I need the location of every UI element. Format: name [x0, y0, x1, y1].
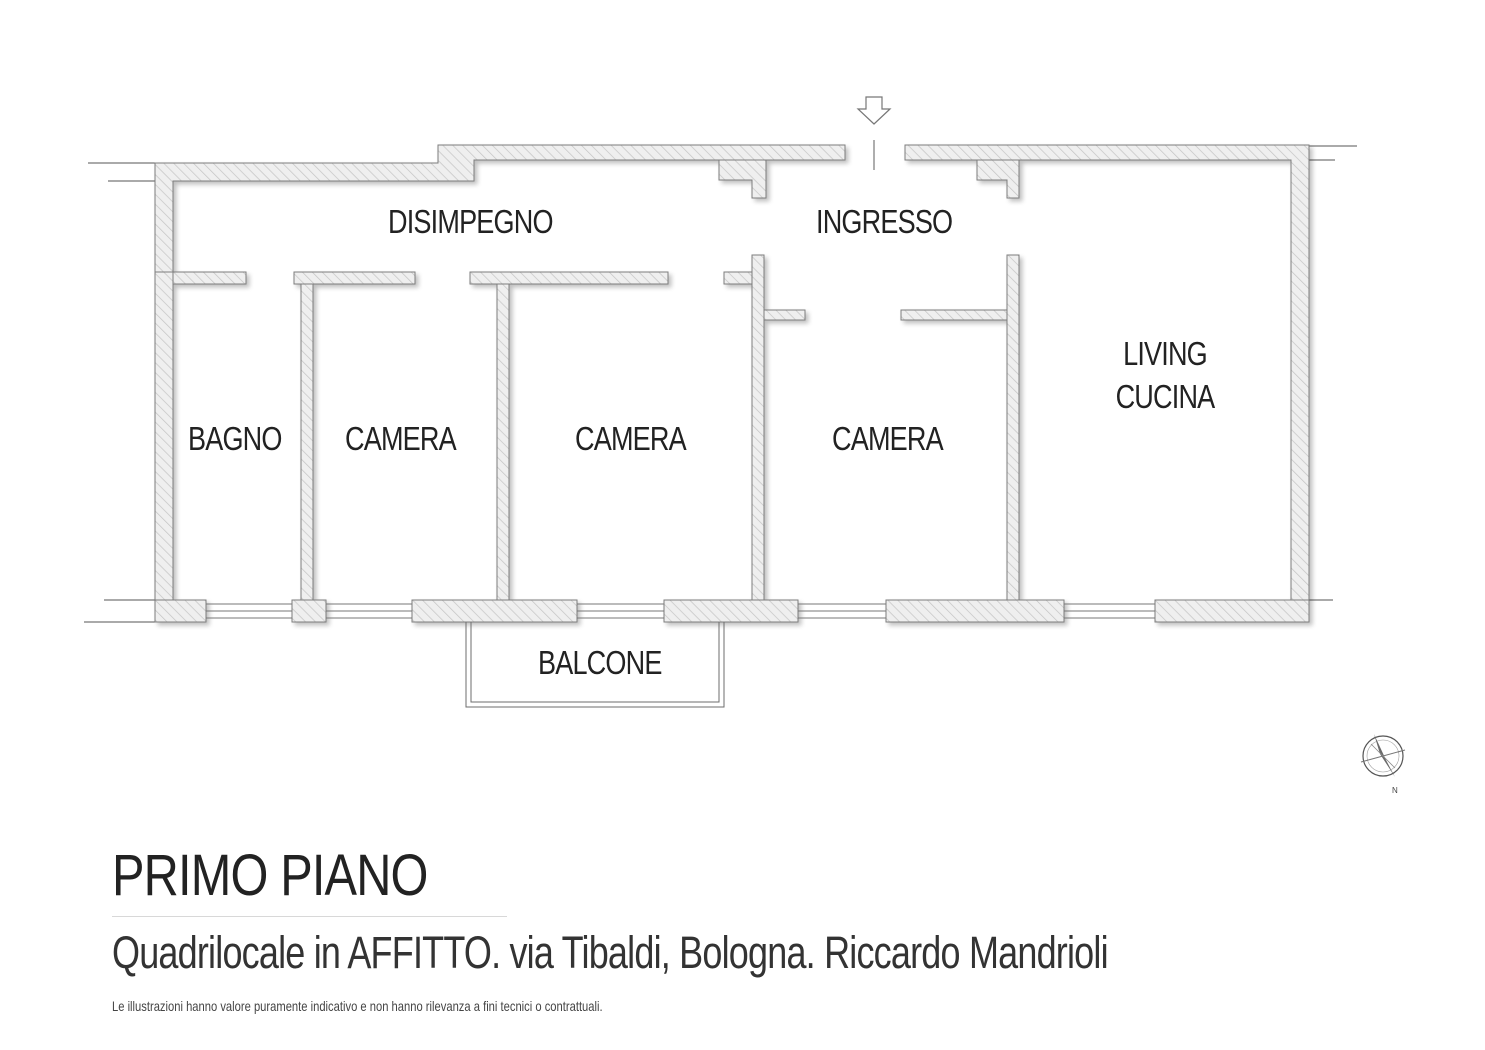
wall-camera-camera	[496, 283, 510, 601]
room-label-bagno: BAGNO	[188, 420, 282, 457]
wall-camera2-top	[469, 271, 669, 285]
wall-camera2-camera3	[751, 254, 765, 601]
room-label-cucina: CUCINA	[1115, 377, 1216, 415]
wall-pier-entrance-left	[718, 159, 767, 199]
wall-pier-entrance-right	[976, 159, 1020, 199]
room-label-living-cucina: LIVING CUCINA	[1108, 333, 1223, 419]
room-label-camera-3: CAMERA	[832, 420, 944, 457]
room-label-disimpegno: DISIMPEGNO	[388, 203, 554, 240]
wall-bottom-4	[663, 599, 799, 623]
room-label-camera-1: CAMERA	[345, 420, 457, 457]
context-lines	[84, 145, 1357, 623]
balcony	[465, 622, 725, 708]
wall-bottom-1	[154, 599, 207, 623]
wall-camera3-top-left	[763, 309, 806, 321]
wall-bottom-2	[291, 599, 327, 623]
walls	[154, 144, 1310, 623]
room-label-camera-2: CAMERA	[575, 420, 687, 457]
entrance-arrow-icon	[856, 96, 892, 170]
floor-title: PRIMO PIANO	[112, 843, 428, 908]
wall-camera3-living	[1006, 254, 1020, 601]
disclaimer-text: Le illustrazioni hanno valore puramente …	[112, 998, 603, 1014]
room-label-balcone: BALCONE	[538, 644, 662, 681]
listing-subtitle: Quadrilocale in AFFITTO. via Tibaldi, Bo…	[112, 927, 1109, 978]
compass-rose-icon	[1360, 734, 1406, 777]
title-divider	[112, 916, 507, 917]
room-label-ingresso: INGRESSO	[816, 203, 953, 240]
wall-bagno-top	[172, 271, 247, 285]
wall-left	[154, 271, 174, 623]
wall-bottom-3	[411, 599, 578, 623]
windows	[206, 603, 1155, 619]
wall-bottom-6	[1154, 599, 1310, 623]
wall-bottom-5	[885, 599, 1065, 623]
wall-bagno-camera	[300, 283, 314, 601]
room-label-living: LIVING	[1123, 335, 1208, 372]
wall-camera3-top-right	[900, 309, 1008, 321]
wall-camera1-top	[293, 271, 416, 285]
floor-plan: N	[84, 96, 1406, 795]
compass-north-label: N	[1392, 786, 1398, 795]
